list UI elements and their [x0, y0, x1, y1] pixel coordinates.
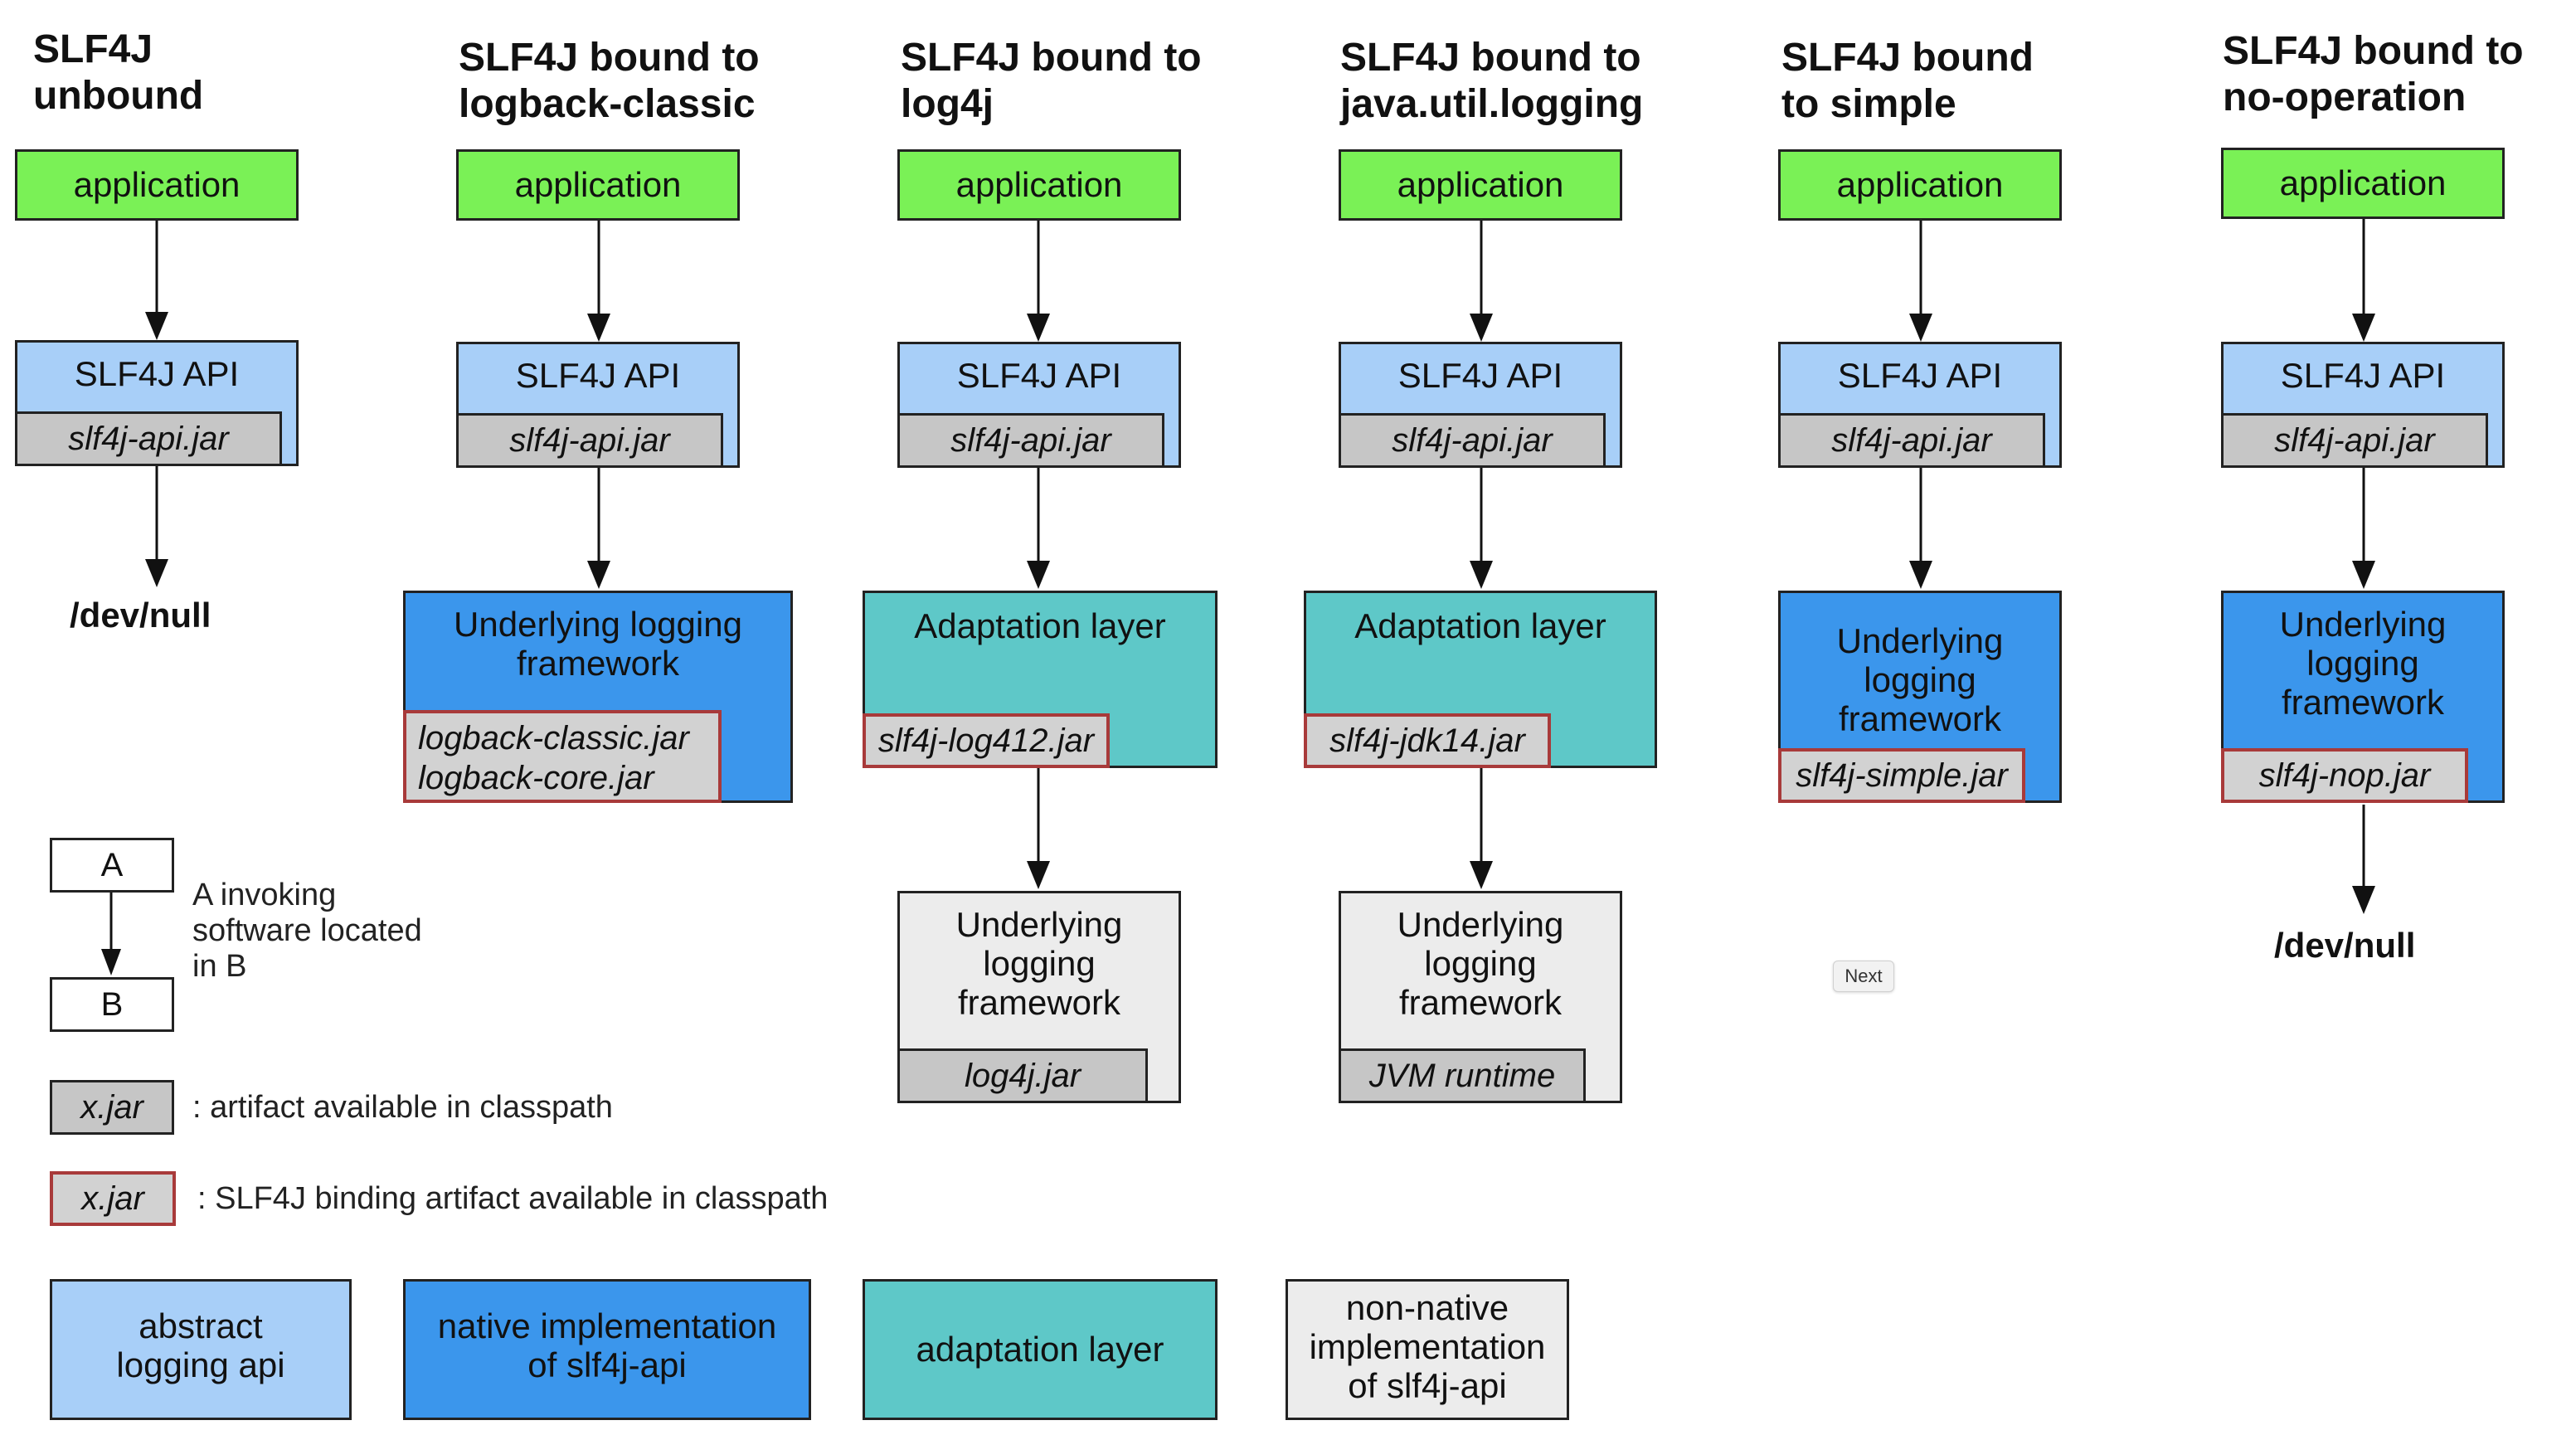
logback-core-jar-label: logback-core.jar	[418, 760, 654, 796]
legend-binding-text: : SLF4J binding artifact available in cl…	[197, 1181, 829, 1216]
legend-adaptation-box: adaptation layer	[863, 1279, 1218, 1420]
column-title-nop: SLF4J bound to no-operation	[2223, 29, 2524, 119]
slf4j-api-jar-jul: slf4j-api.jar	[1339, 413, 1606, 468]
slf4j-api-label: SLF4J API	[956, 356, 1122, 395]
log4j-jar: log4j.jar	[897, 1048, 1148, 1103]
dev-null-unbound: /dev/null	[70, 596, 211, 635]
column-title-log4j: SLF4J bound to log4j	[901, 36, 1202, 126]
framework-label: Underlying logging framework	[955, 905, 1123, 1022]
binding-jar-simple: slf4j-simple.jar	[1778, 748, 2025, 803]
binding-jar-jul: slf4j-jdk14.jar	[1304, 713, 1551, 768]
jvm-runtime-jar: JVM runtime	[1339, 1048, 1586, 1103]
column-title-simple: SLF4J bound to simple	[1781, 36, 2034, 126]
legend-box-a: A	[50, 838, 174, 893]
legend-artifact-text: : artifact available in classpath	[192, 1090, 613, 1125]
column-title-unbound: SLF4J unbound	[33, 27, 204, 118]
application-box-logback: application	[456, 149, 740, 221]
legend-artifact-jar: x.jar	[50, 1080, 174, 1135]
legend-nonnative-label: non-native implementation of slf4j-api	[1309, 1288, 1546, 1405]
legend-binding-jar: x.jar	[50, 1171, 176, 1226]
binding-jar-nop: slf4j-nop.jar	[2221, 748, 2468, 803]
slf4j-api-jar-unbound: slf4j-api.jar	[15, 411, 282, 466]
legend-invoke-text: A invoking software located in B	[192, 878, 422, 984]
dev-null-nop: /dev/null	[2274, 926, 2416, 965]
next-button[interactable]: Next	[1833, 961, 1894, 992]
slf4j-api-jar-logback: slf4j-api.jar	[456, 413, 723, 468]
slf4j-api-jar-simple: slf4j-api.jar	[1778, 413, 2045, 468]
adaptation-label: Adaptation layer	[914, 606, 1166, 645]
binding-jar-logback: logback-classic.jar logback-core.jar	[403, 710, 722, 803]
legend-abstract-label: abstract logging api	[116, 1306, 285, 1384]
application-box-jul: application	[1339, 149, 1622, 221]
slf4j-api-label: SLF4J API	[2280, 356, 2446, 395]
application-box-nop: application	[2221, 148, 2505, 219]
framework-label: Underlying logging framework	[2279, 605, 2447, 722]
slf4j-api-label: SLF4J API	[515, 356, 681, 395]
legend-native-box: native implementation of slf4j-api	[403, 1279, 811, 1420]
legend-nonnative-box: non-native implementation of slf4j-api	[1286, 1279, 1569, 1420]
column-title-logback: SLF4J bound to logback-classic	[459, 36, 760, 126]
legend-box-b: B	[50, 977, 174, 1032]
framework-label: Underlying logging framework	[454, 605, 742, 683]
framework-label: Underlying logging framework	[1397, 905, 1564, 1022]
column-title-jul: SLF4J bound to java.util.logging	[1340, 36, 1644, 126]
application-box-log4j: application	[897, 149, 1181, 221]
legend-abstract-api-box: abstract logging api	[50, 1279, 352, 1420]
legend-native-label: native implementation of slf4j-api	[437, 1306, 777, 1384]
legend-adaptation-label: adaptation layer	[916, 1330, 1164, 1369]
logback-classic-jar-label: logback-classic.jar	[418, 720, 689, 756]
slf4j-api-label: SLF4J API	[74, 354, 240, 393]
application-box-simple: application	[1778, 149, 2062, 221]
binding-jar-log4j: slf4j-log412.jar	[863, 713, 1110, 768]
framework-label: Underlying logging framework	[1836, 621, 2004, 738]
slf4j-api-label: SLF4J API	[1837, 356, 2003, 395]
slf4j-api-jar-log4j: slf4j-api.jar	[897, 413, 1164, 468]
slf4j-api-jar-nop: slf4j-api.jar	[2221, 413, 2488, 468]
adaptation-label: Adaptation layer	[1354, 606, 1606, 645]
slf4j-api-label: SLF4J API	[1397, 356, 1563, 395]
application-box-unbound: application	[15, 149, 299, 221]
